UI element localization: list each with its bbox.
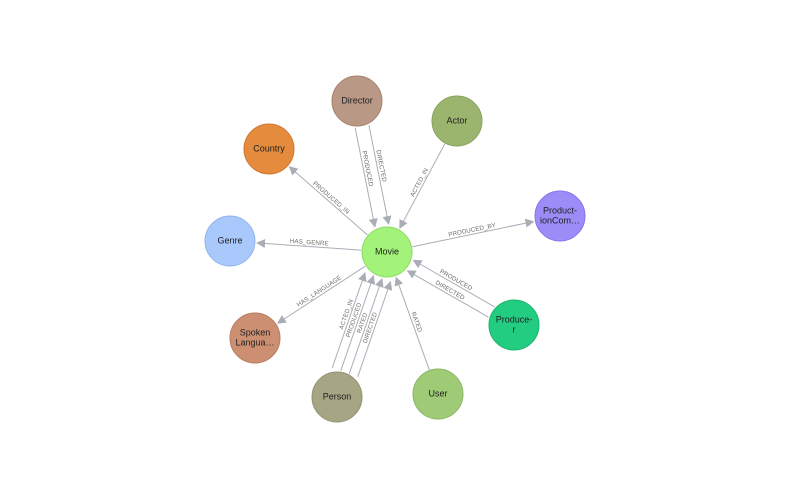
edge-actor-acted-in-movie[interactable]: ACTED_IN [399,143,446,229]
edge-line[interactable] [412,218,535,248]
node-circle[interactable] [243,123,295,175]
edge-line[interactable] [256,238,362,251]
node-circle[interactable] [431,95,483,147]
node-label: ionCom… [540,215,580,225]
node-actor[interactable]: Actor [431,95,483,147]
node-circle[interactable] [331,75,383,127]
node-label: Movie [375,246,399,256]
edge-line[interactable] [394,276,430,370]
node-country[interactable]: Country [243,123,295,175]
edge-line[interactable] [276,265,366,324]
edge-label: PRODUCED_IN [311,180,350,216]
node-label: r [513,324,516,334]
node-label: User [428,388,447,398]
edge-label: HAS_LANGUAGE [296,274,343,308]
edge-line[interactable] [354,127,378,228]
node-circle[interactable] [311,371,363,423]
edge-line[interactable] [340,275,376,371]
node-genre[interactable]: Genre [204,215,256,267]
edge-label: ACTED_IN [409,167,430,198]
edge-label: DIRECTED [374,149,387,183]
node-circle[interactable] [229,312,281,364]
node-circle[interactable] [412,368,464,420]
node-producer[interactable]: Produce-r [488,299,540,351]
edge-line[interactable] [331,272,367,369]
node-label: Actor [446,115,467,125]
node-person[interactable]: Person [311,371,363,423]
node-label: Country [253,143,285,153]
node-circle[interactable] [361,226,413,278]
edge-label: PRODUCED_BY [448,222,497,239]
node-label: Spoken [240,327,271,337]
node-production-company[interactable]: Product-ionCom… [534,190,586,242]
node-movie[interactable]: Movie [361,226,413,278]
node-label: Genre [217,235,242,245]
edge-label: PRODUCED [360,150,374,187]
node-label: Director [341,95,373,105]
edge-movie-produced-in-country[interactable]: PRODUCED_IN [288,166,368,236]
edge-line[interactable] [406,270,489,318]
node-spoken-language[interactable]: SpokenLangua… [229,312,281,364]
node-circle[interactable] [488,299,540,351]
edge-line[interactable] [357,280,393,377]
edge-producer-produced-movie[interactable]: PRODUCED [412,259,495,308]
node-label: Langua… [235,337,274,347]
edge-label: HAS_GENRE [290,238,329,248]
edge-line[interactable] [412,259,495,308]
node-circle[interactable] [204,215,256,267]
edge-line[interactable] [348,277,384,374]
node-label: Produce- [496,314,533,324]
edge-movie-produced-by-company[interactable]: PRODUCED_BY [412,218,535,248]
node-user[interactable]: User [412,368,464,420]
edge-line[interactable] [368,125,392,226]
edge-movie-has-genre-genre[interactable]: HAS_GENRE [256,238,362,251]
node-label: Product- [543,205,577,215]
node-director[interactable]: Director [331,75,383,127]
edge-line[interactable] [288,166,368,236]
edge-line[interactable] [399,143,446,229]
node-label: Person [323,391,352,401]
edge-label: RATED [409,311,423,334]
edge-user-rated-movie[interactable]: RATED [394,276,430,370]
node-circle[interactable] [534,190,586,242]
